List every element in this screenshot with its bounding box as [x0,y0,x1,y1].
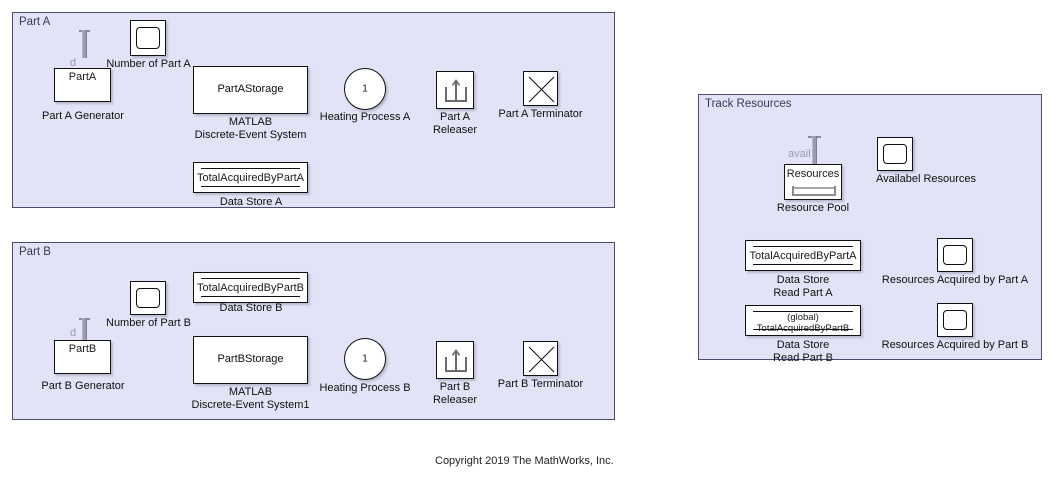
caption-data-store-b: Data Store B [219,302,283,314]
caption-part-a-storage: MATLAB Discrete-Event System [194,116,307,141]
scope-screen-icon [136,27,160,49]
block-part-a-generator[interactable]: PartA [54,68,111,102]
scope-screen-icon [883,144,907,164]
data-store-bottom-line [753,329,853,330]
caption-part-a-releaser: Part A Releaser [432,111,478,136]
block-part-b-terminator[interactable] [523,341,558,376]
caption-part-b-terminator: Part B Terminator [497,378,584,390]
copyright-notice: Copyright 2019 The MathWorks, Inc. [435,455,614,467]
block-scope-number-of-part-a[interactable] [130,20,166,56]
block-part-b-releaser[interactable] [436,341,474,379]
terminator-x-icon [528,346,555,373]
subsystem-part-b[interactable]: Part B [12,242,615,420]
caption-data-store-read-part-b: Data Store Read Part B [773,339,833,364]
block-data-store-read-part-a-name: TotalAcquiredByPartA [749,250,857,262]
data-store-top-line [201,168,300,169]
block-part-a-generator-name: PartA [68,71,97,83]
probe-label-part-b: d [70,327,77,339]
block-part-a-releaser[interactable] [436,71,474,109]
caption-part-b-releaser: Part B Releaser [432,381,478,406]
caption-resources-acquired-part-b: Resources Acquired by Part B [881,339,1029,351]
scope-screen-icon [943,245,967,265]
data-store-top-line [753,246,853,247]
block-data-store-b-name: TotalAcquiredByPartB [197,282,304,294]
subsystem-title-part-a: Part A [19,16,51,28]
block-scope-number-of-part-b[interactable] [130,281,166,315]
subsystem-part-a[interactable]: Part A [12,12,615,208]
block-resource-pool-name: Resources [786,168,840,180]
probe-stem-part-a [82,30,87,58]
subsystem-title-track-resources: Track Resources [705,98,792,110]
block-scope-resources-acquired-part-b[interactable] [937,303,973,337]
caption-resource-pool: Resource Pool [776,202,850,214]
server-capacity-value-a: 1 [362,83,368,95]
data-store-bottom-line [201,186,300,187]
caption-resources-acquired-part-a: Resources Acquired by Part A [881,274,1029,286]
block-data-store-a-name: TotalAcquiredByPartA [197,172,304,184]
block-part-a-terminator[interactable] [523,71,558,106]
data-store-bottom-line [753,264,853,265]
server-capacity-value-b: 1 [362,353,368,365]
block-heating-process-a[interactable]: 1 [344,68,386,110]
block-scope-resources-acquired-part-a[interactable] [937,238,973,272]
caption-number-of-part-a: Number of Part A [106,58,191,70]
caption-part-b-generator: Part B Generator [41,380,125,392]
caption-data-store-read-part-a: Data Store Read Part A [773,274,833,299]
caption-number-of-part-b: Number of Part B [106,317,191,329]
block-data-store-b[interactable]: TotalAcquiredByPartB [193,272,308,303]
caption-part-a-generator: Part A Generator [42,110,124,122]
caption-heating-process-b: Heating Process B [319,382,411,394]
terminator-x-icon [528,76,555,103]
probe-stem-part-b [82,318,87,340]
block-part-b-storage[interactable]: PartBStorage [193,336,308,384]
probe-stem-resources [812,136,817,164]
resource-pool-container-icon [792,186,836,196]
block-resource-pool[interactable]: Resources [784,164,842,200]
probe-label-avail: avail [788,148,811,160]
caption-part-b-storage: MATLAB Discrete-Event System1 [191,386,310,411]
block-data-store-read-part-b-scope: (global) [787,312,819,323]
block-part-b-generator[interactable]: PartB [54,340,111,374]
subsystem-title-part-b: Part B [19,246,51,258]
caption-heating-process-a: Heating Process A [319,111,411,123]
block-part-b-generator-name: PartB [68,343,97,355]
resource-releaser-icon [445,349,467,372]
block-part-a-storage[interactable]: PartAStorage [193,66,308,114]
data-store-top-line [201,278,300,279]
block-data-store-a[interactable]: TotalAcquiredByPartA [193,162,308,193]
scope-screen-icon [136,288,160,308]
scope-screen-icon [943,310,967,330]
block-data-store-read-part-a[interactable]: TotalAcquiredByPartA [745,240,861,271]
block-scope-available-resources[interactable] [877,137,913,171]
block-data-store-read-part-b-name: TotalAcquiredByPartB [756,323,850,334]
caption-available-resources: Availabel Resources [875,173,977,185]
data-store-bottom-line [201,296,300,297]
probe-label-part-a: d [70,57,77,69]
caption-data-store-a: Data Store A [219,196,283,208]
data-store-top-line [753,311,853,312]
block-data-store-read-part-b[interactable]: (global) TotalAcquiredByPartB [745,305,861,336]
block-part-b-storage-name: PartBStorage [217,353,284,365]
resource-releaser-icon [445,79,467,102]
block-heating-process-b[interactable]: 1 [344,338,386,380]
caption-part-a-terminator: Part A Terminator [498,108,583,120]
block-part-a-storage-name: PartAStorage [217,83,284,95]
